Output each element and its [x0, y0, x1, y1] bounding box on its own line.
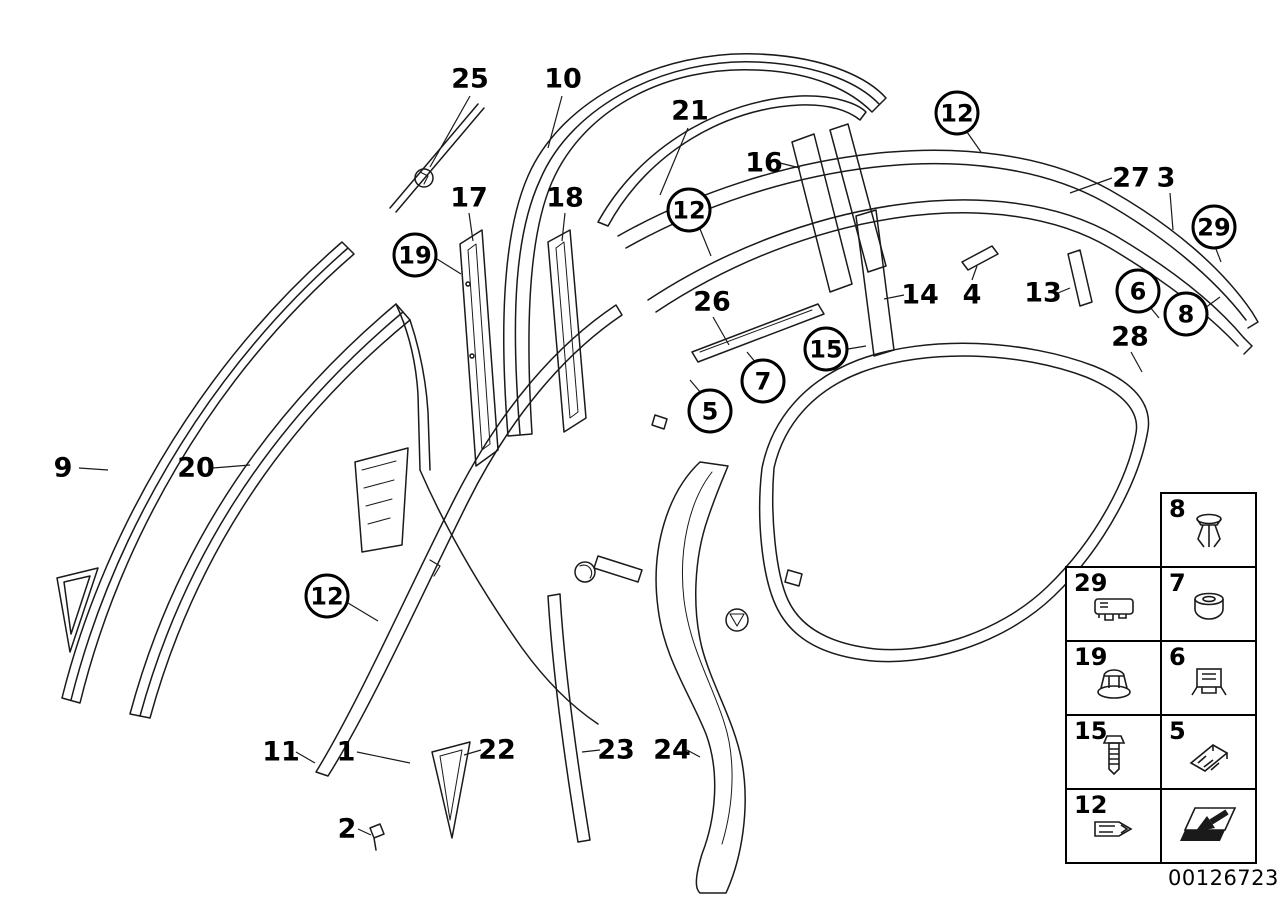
callout-25[interactable]: 25	[451, 63, 489, 95]
callout-26[interactable]: 26	[693, 286, 731, 318]
legend-cell-number: 7	[1169, 569, 1186, 597]
legend-cell-number: 19	[1074, 643, 1108, 671]
part-28-quarter-window-seal	[758, 342, 1150, 663]
diagram-number: 00126723	[1168, 866, 1279, 890]
leader-lines	[78, 95, 1222, 836]
callout-23[interactable]: 23	[597, 734, 635, 766]
legend-cell-number: 5	[1169, 717, 1186, 745]
legend-cell-6: 6	[1160, 640, 1257, 716]
legend-cell-5: 5	[1160, 714, 1257, 790]
callout-4[interactable]: 4	[962, 279, 982, 311]
part-1-belt-moulding	[315, 304, 623, 777]
callout-28[interactable]: 28	[1111, 321, 1149, 353]
part-18-pillar-trim	[547, 229, 587, 433]
callout-circle-29[interactable]: 29	[1191, 204, 1237, 250]
part-24-door-seal	[655, 461, 746, 894]
part-22-triangle-cover	[369, 741, 471, 851]
callout-11[interactable]: 11	[262, 736, 300, 768]
part-10-rear-frame	[502, 53, 887, 437]
part-16-pillar-trim	[791, 123, 887, 293]
callout-circle-15[interactable]: 15	[803, 326, 849, 372]
legend-cell-number: 15	[1074, 717, 1108, 745]
legend-cell-number: 12	[1074, 791, 1108, 819]
legend-cell-15: 15	[1065, 714, 1162, 790]
part-21-window-guide	[597, 95, 867, 227]
flange-nut-icon	[1067, 642, 1160, 714]
legend-cell-direction-arrow	[1160, 788, 1257, 864]
part-13-strip	[1067, 249, 1093, 307]
legend-cell-8: 8	[1160, 492, 1257, 568]
callout-circle-5[interactable]: 5	[687, 388, 733, 434]
callout-17[interactable]: 17	[450, 182, 488, 214]
callout-21[interactable]: 21	[671, 95, 709, 127]
callout-13[interactable]: 13	[1024, 277, 1062, 309]
expansion-rivet-icon	[1162, 494, 1255, 566]
callout-circle-7[interactable]: 7	[740, 358, 786, 404]
part-20-front-frame-channel	[129, 303, 599, 725]
callout-14[interactable]: 14	[901, 279, 939, 311]
legend-cell-12: 12	[1065, 788, 1162, 864]
callout-1[interactable]: 1	[336, 736, 356, 768]
callout-circle-8[interactable]: 8	[1163, 291, 1209, 337]
callout-circle-6[interactable]: 6	[1115, 268, 1161, 314]
callout-16[interactable]: 16	[745, 147, 783, 179]
callout-3[interactable]: 3	[1156, 162, 1176, 194]
part-14-strip	[855, 209, 895, 357]
callout-circle-12-b[interactable]: 12	[934, 90, 980, 136]
part-25-strip	[389, 103, 485, 213]
callout-9[interactable]: 9	[53, 452, 73, 484]
callout-circle-12-c[interactable]: 12	[304, 573, 350, 619]
bolt-icon	[1067, 716, 1160, 788]
callout-circle-12-a[interactable]: 12	[666, 187, 712, 233]
clip-icon	[1162, 642, 1255, 714]
part-23-channel-strip	[547, 593, 591, 843]
callout-20[interactable]: 20	[177, 452, 215, 484]
fastener-clip-icon	[1067, 790, 1160, 862]
callout-2[interactable]: 2	[337, 813, 357, 845]
callout-18[interactable]: 18	[546, 182, 584, 214]
grommet-icon	[1162, 568, 1255, 640]
part-9-front-frame-trim	[56, 241, 355, 704]
part-17-pillar-trim	[459, 229, 499, 467]
legend-cell-number: 8	[1169, 495, 1186, 523]
legend-cell-number: 29	[1074, 569, 1108, 597]
direction-arrow-icon	[1162, 790, 1255, 862]
callout-10[interactable]: 10	[544, 63, 582, 95]
legend-cell-29: 29	[1065, 566, 1162, 642]
legend-cell-number: 6	[1169, 643, 1186, 671]
hardware-details	[574, 414, 803, 632]
callout-22[interactable]: 22	[478, 734, 516, 766]
part-4-clip	[961, 245, 999, 271]
legend-cell-7: 7	[1160, 566, 1257, 642]
callout-circle-19[interactable]: 19	[392, 232, 438, 278]
clamp-icon	[1162, 716, 1255, 788]
callout-24[interactable]: 24	[653, 734, 691, 766]
legend-cell-19: 19	[1065, 640, 1162, 716]
callout-27[interactable]: 27	[1112, 162, 1150, 194]
part-26-belt-strip	[691, 303, 825, 363]
bracket-icon	[1067, 568, 1160, 640]
